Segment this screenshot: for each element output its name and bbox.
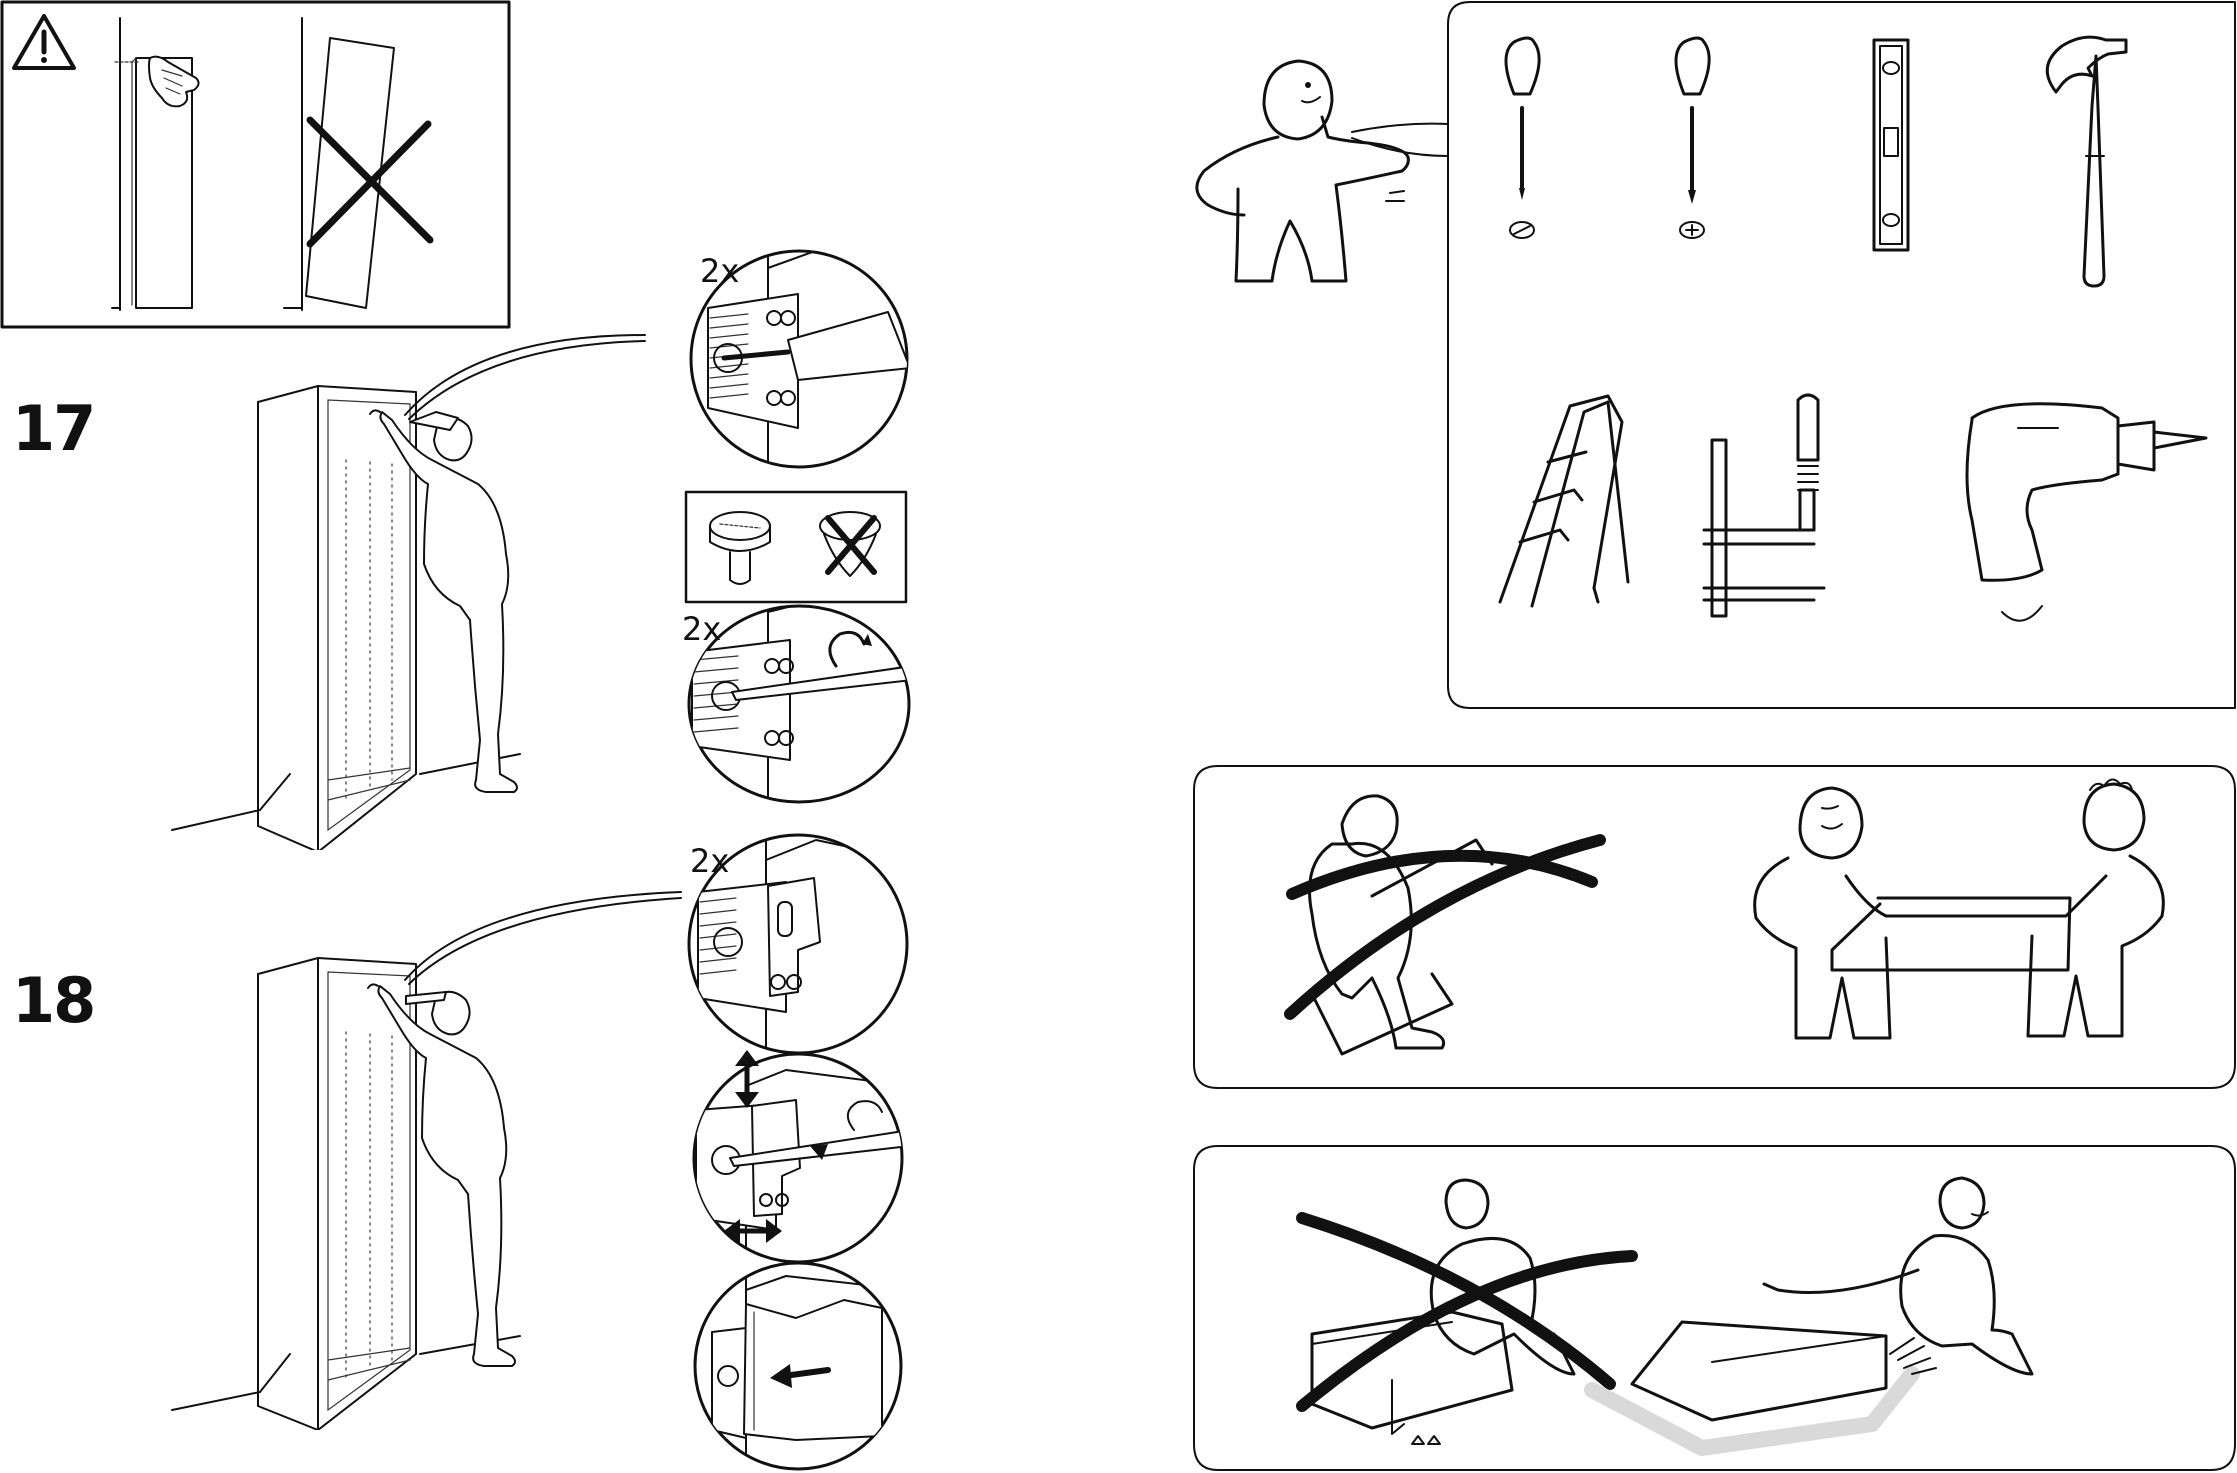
phillips-screwdriver-icon (1676, 38, 1709, 238)
clamp-icon (1704, 395, 1824, 616)
step-ladder-icon (1500, 396, 1628, 606)
wrong-screw-orientation (820, 512, 880, 576)
person-figure (370, 410, 517, 792)
leaning-panel-wrong-illustration (284, 18, 430, 310)
wall-mounted-panel-ok-illustration (112, 18, 199, 310)
correct-screw-orientation (710, 512, 770, 584)
two-person-lift-panel (1192, 764, 2237, 1090)
step-18-cover-cap-detail (686, 1260, 910, 1472)
lift-panel-frame (1194, 766, 2235, 1088)
two-persons-lifting-correct (1755, 779, 2164, 1038)
wardrobe-frame (258, 958, 416, 1430)
warning-triangle-icon (14, 16, 74, 68)
hammer-icon (2047, 37, 2126, 286)
tools-panel (1446, 0, 2237, 710)
floor-panel-frame (1194, 1146, 2235, 1470)
tools-panel-frame (1448, 2, 2235, 708)
warning-panel (0, 0, 511, 329)
step-18-number: 18 (12, 964, 94, 1037)
screw-orientation-box (684, 490, 908, 604)
step-18-cabinet-scene (170, 940, 540, 1430)
flathead-screwdriver-icon (1506, 38, 1539, 238)
step-18-callout-curve (395, 880, 685, 990)
warning-panel-frame (2, 2, 509, 327)
mascot-head (1264, 61, 1332, 139)
step-18-hinge-detail (686, 832, 910, 1056)
single-person-lifting-wrong (1290, 796, 1600, 1054)
vertical-adjust-arrow-icon (727, 1048, 767, 1110)
hard-floor-wrong (1302, 1180, 1632, 1444)
person-figure (368, 984, 515, 1366)
mascot-speech-tail (1350, 120, 1450, 160)
wardrobe-frame (258, 386, 416, 850)
step-18-adjust-detail (686, 1050, 910, 1266)
drill-body (788, 312, 910, 380)
tools-mascot (1190, 55, 1420, 335)
step-17-drilling-detail (688, 248, 910, 470)
floor-line (172, 754, 520, 830)
spirit-level-icon (1874, 40, 1908, 250)
step-17-number: 17 (12, 392, 94, 465)
step-17-screwing-detail (686, 600, 912, 804)
horizontal-adjust-arrow-icon (722, 1214, 784, 1248)
soft-surface-correct (1592, 1178, 2032, 1448)
floor-protection-panel (1192, 1144, 2237, 1473)
power-drill-icon (1967, 404, 2206, 621)
step-17-cabinet-scene (170, 370, 540, 850)
step-17-callout-curve (395, 315, 655, 425)
